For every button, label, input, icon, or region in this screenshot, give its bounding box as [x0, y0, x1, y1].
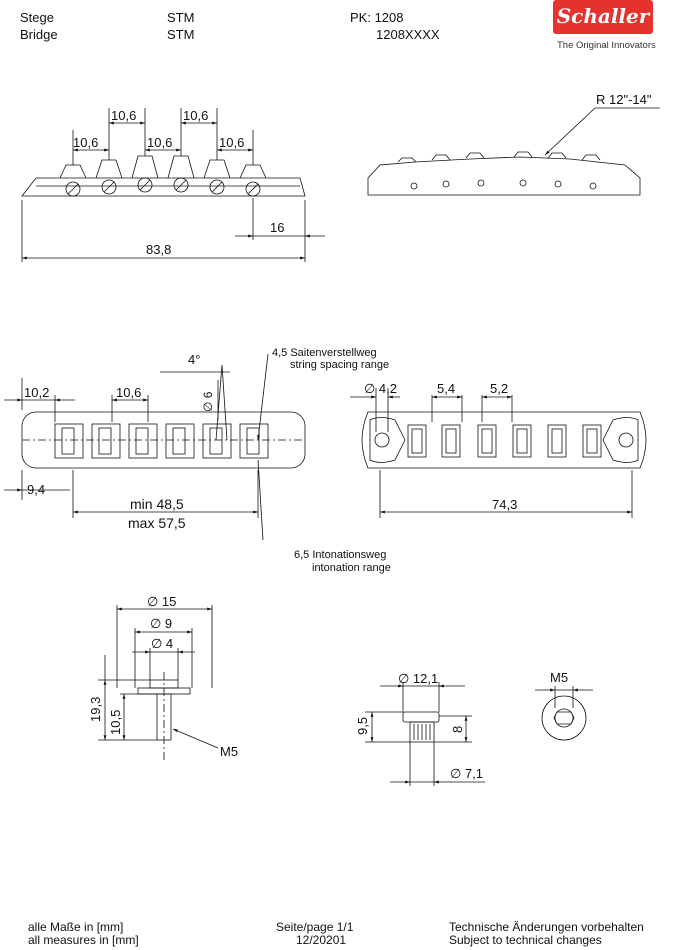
dim-base-5-2: 5,2: [490, 381, 508, 396]
label-de: Stege: [20, 10, 54, 25]
front-screws: [65, 177, 261, 197]
footer-changes-en: Subject to technical changes: [449, 933, 602, 947]
dim-top-dia-6: ∅ 6: [201, 391, 215, 412]
front-saddles: [59, 155, 267, 179]
dim-min: min 48,5: [130, 496, 184, 512]
base-view: [350, 388, 647, 518]
footer-date: 12/20201: [296, 933, 347, 947]
spacing-range-en: string spacing range: [290, 359, 389, 371]
dim-top-10-6: 10,6: [116, 385, 141, 400]
label-en: Bridge: [20, 27, 58, 42]
dim-stud-15: ∅ 15: [147, 594, 176, 609]
model-2: STM: [167, 27, 195, 42]
dim-front-16: 16: [270, 220, 284, 235]
side-saddles: [397, 151, 601, 163]
stud-drawing: [98, 605, 219, 760]
side-holes: [410, 179, 597, 190]
dim-stud-10-5: 10,5: [108, 710, 123, 735]
dim-front-total: 83,8: [146, 242, 171, 257]
dim-base-5-4: 5,4: [437, 381, 455, 396]
brand-name: Schaller: [556, 4, 650, 28]
footer-measures-de: alle Maße in [mm]: [28, 920, 124, 934]
dim-front-top-1: 10,6: [111, 108, 136, 123]
brand-tagline: The Original Innovators: [557, 40, 656, 51]
base-saddles: [407, 424, 602, 458]
intonation-range-de: 6,5 Intonationsweg: [294, 549, 386, 561]
dim-top-9-4: 9,4: [27, 482, 45, 497]
dim-top-angle: 4°: [188, 352, 200, 367]
nut-drawing: [535, 686, 593, 741]
spacing-range-de: 4,5 Saitenverstellweg: [272, 347, 377, 359]
intonation-range-en: intonation range: [312, 562, 391, 574]
footer-page: Seite/page 1/1: [276, 920, 354, 934]
model-1: STM: [167, 10, 195, 25]
top-saddles: [54, 423, 269, 459]
dim-front-bot-2: 10,6: [147, 135, 172, 150]
dim-front-bot-1: 10,6: [73, 135, 98, 150]
dim-bush-8: 8: [450, 726, 465, 733]
dim-stud-m5: M5: [220, 744, 238, 759]
pk-number: PK: 1208: [350, 10, 404, 25]
dim-stud-4: ∅ 4: [151, 636, 173, 651]
article-number: 1208XXXX: [376, 27, 440, 42]
side-view: [367, 107, 660, 196]
dim-stud-19-3: 19,3: [88, 697, 103, 722]
footer-changes-de: Technische Änderungen vorbehalten: [449, 920, 644, 934]
dim-max: max 57,5: [128, 515, 186, 531]
front-view: [21, 108, 325, 262]
dim-radius: R 12"-14": [596, 92, 652, 107]
dim-front-bot-3: 10,6: [219, 135, 244, 150]
dim-front-top-2: 10,6: [183, 108, 208, 123]
dim-base-dia-4-2: ∅ 4,2: [364, 381, 397, 396]
dim-bush-12-1: ∅ 12,1: [398, 671, 438, 686]
footer-measures-en: all measures in [mm]: [28, 933, 139, 947]
dim-bush-9-5: 9,5: [355, 717, 370, 735]
brand-logo: Schaller: [553, 0, 653, 34]
top-view: [4, 353, 306, 541]
dim-base-74-3: 74,3: [492, 497, 517, 512]
bushing-drawing: [365, 682, 485, 786]
dim-nut-m5: M5: [550, 670, 568, 685]
dim-bush-7-1: ∅ 7,1: [450, 766, 483, 781]
dim-top-10-2: 10,2: [24, 385, 49, 400]
dim-stud-9: ∅ 9: [150, 616, 172, 631]
